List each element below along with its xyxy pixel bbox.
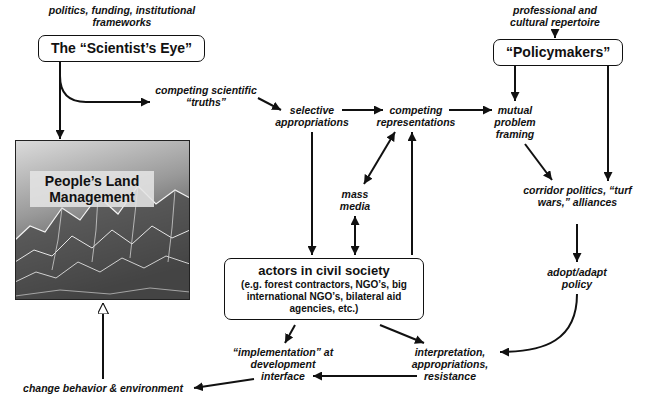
connector-arrow bbox=[59, 62, 61, 139]
flow-label: mass media bbox=[330, 188, 380, 212]
image-box: People’s Land Management bbox=[15, 140, 190, 300]
terrain-illustration bbox=[15, 140, 190, 300]
flow-arrow bbox=[60, 76, 150, 102]
terrain-ridge bbox=[15, 288, 190, 296]
terrain-ridge bbox=[15, 256, 190, 282]
flow-arrow bbox=[576, 224, 578, 262]
node-title: “Policymakers” bbox=[506, 44, 610, 61]
flow-arrows bbox=[60, 30, 608, 388]
flow-arrow bbox=[258, 98, 281, 110]
flow-arrow bbox=[364, 132, 395, 184]
flow-label: “implementation” at development interfac… bbox=[228, 346, 338, 382]
flow-label: selective appropriations bbox=[264, 104, 360, 128]
flow-label: interpretation, appropriations, resistan… bbox=[395, 346, 505, 382]
flow-arrow bbox=[102, 303, 104, 379]
flow-arrow bbox=[194, 379, 254, 388]
flow-arrow bbox=[607, 66, 609, 181]
flow-arrow bbox=[380, 325, 424, 343]
node-title: actors in civil society bbox=[231, 263, 417, 279]
flow-label: change behavior & environment bbox=[8, 382, 198, 394]
node-title: The “Scientist’s Eye” bbox=[51, 40, 192, 57]
flow-label: professional and cultural repertoire bbox=[495, 4, 615, 28]
flow-arrow bbox=[342, 109, 383, 111]
node-body: (e.g. forest contractors, NGO’s, big int… bbox=[231, 279, 417, 315]
flow-arrow bbox=[411, 132, 413, 255]
flow-label: competing scientific “truths” bbox=[150, 84, 262, 108]
flow-label: competing representations bbox=[366, 104, 466, 128]
flow-arrow bbox=[449, 109, 492, 111]
node-title: People’s Land Management bbox=[30, 171, 154, 207]
flow-arrow bbox=[311, 132, 313, 255]
process-box: The “Scientist’s Eye” bbox=[38, 35, 205, 62]
flow-label: politics, funding, institutional framewo… bbox=[47, 4, 197, 28]
flow-arrow bbox=[313, 375, 417, 377]
flow-arrow bbox=[514, 66, 516, 101]
flow-arrow bbox=[525, 144, 552, 180]
process-box: actors in civil society(e.g. forest cont… bbox=[224, 258, 424, 320]
flow-label: mutual problem framing bbox=[480, 104, 550, 140]
flow-arrow bbox=[500, 294, 577, 352]
flow-label: adopt/adapt policy bbox=[542, 266, 612, 290]
terrain-ridge bbox=[15, 226, 190, 262]
flow-arrow bbox=[285, 325, 295, 343]
terrain-ground bbox=[15, 140, 190, 300]
flow-arrow bbox=[554, 30, 556, 38]
flow-arrow bbox=[354, 216, 356, 255]
flow-label: corridor politics, “turf wars,” alliance… bbox=[520, 184, 635, 208]
process-box: “Policymakers” bbox=[493, 39, 623, 66]
